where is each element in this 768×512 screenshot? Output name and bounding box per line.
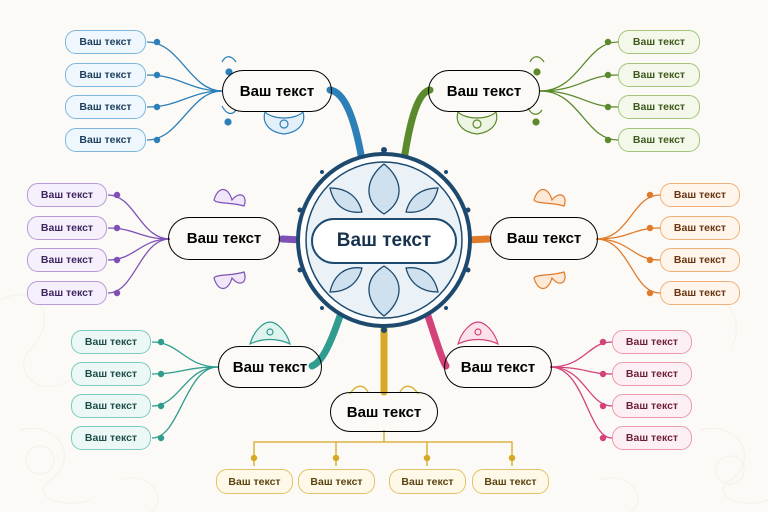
- green-connector: [400, 86, 434, 164]
- purple-mandala-icon: [213, 188, 246, 290]
- subtopic-node[interactable]: Ваш текст: [216, 469, 293, 494]
- subtopic-node[interactable]: Ваш текст: [612, 362, 692, 386]
- teal-mandala-icon: [249, 321, 291, 346]
- subtopic-node[interactable]: Ваш текст: [65, 30, 146, 54]
- topic-node-purple[interactable]: Ваш текст: [168, 217, 280, 260]
- central-topic[interactable]: Ваш текст: [311, 218, 457, 264]
- subtopic-node[interactable]: Ваш текст: [612, 330, 692, 354]
- subtopic-node[interactable]: Ваш текст: [27, 183, 107, 207]
- topic-node-pink[interactable]: Ваш текст: [444, 346, 552, 388]
- subtopic-node[interactable]: Ваш текст: [660, 248, 740, 272]
- subtopic-node[interactable]: Ваш текст: [27, 248, 107, 272]
- subtopic-node[interactable]: Ваш текст: [298, 469, 375, 494]
- orange-mandala-icon: [533, 188, 566, 290]
- topic-node-blue[interactable]: Ваш текст: [222, 70, 332, 112]
- subtopic-node[interactable]: Ваш текст: [65, 63, 146, 87]
- green-mandala-icon: [456, 56, 545, 135]
- subtopic-node[interactable]: Ваш текст: [618, 30, 700, 54]
- topic-node-gold[interactable]: Ваш текст: [330, 392, 438, 432]
- subtopic-node[interactable]: Ваш текст: [618, 63, 700, 87]
- subtopic-node[interactable]: Ваш текст: [618, 128, 700, 152]
- pink-mandala-icon: [457, 321, 499, 346]
- subtopic-node[interactable]: Ваш текст: [472, 469, 549, 494]
- subtopic-node[interactable]: Ваш текст: [618, 95, 700, 119]
- pink-connector: [424, 312, 450, 370]
- topic-node-orange[interactable]: Ваш текст: [490, 217, 598, 260]
- subtopic-node[interactable]: Ваш текст: [27, 216, 107, 240]
- subtopic-node[interactable]: Ваш текст: [71, 426, 151, 450]
- subtopic-node[interactable]: Ваш текст: [612, 426, 692, 450]
- subtopic-node[interactable]: Ваш текст: [71, 330, 151, 354]
- topic-node-green[interactable]: Ваш текст: [428, 70, 540, 112]
- subtopic-node[interactable]: Ваш текст: [71, 394, 151, 418]
- topic-node-teal[interactable]: Ваш текст: [218, 346, 322, 388]
- subtopic-node[interactable]: Ваш текст: [660, 281, 740, 305]
- subtopic-node[interactable]: Ваш текст: [612, 394, 692, 418]
- blue-mandala-icon: [221, 56, 305, 135]
- subtopic-node[interactable]: Ваш текст: [71, 362, 151, 386]
- gold-mandala-icon: [349, 385, 419, 395]
- subtopic-node[interactable]: Ваш текст: [660, 183, 740, 207]
- subtopic-node[interactable]: Ваш текст: [27, 281, 107, 305]
- subtopic-node[interactable]: Ваш текст: [660, 216, 740, 240]
- subtopic-node[interactable]: Ваш текст: [65, 95, 146, 119]
- blue-connector: [326, 86, 366, 164]
- subtopic-node[interactable]: Ваш текст: [389, 469, 466, 494]
- subtopic-node[interactable]: Ваш текст: [65, 128, 146, 152]
